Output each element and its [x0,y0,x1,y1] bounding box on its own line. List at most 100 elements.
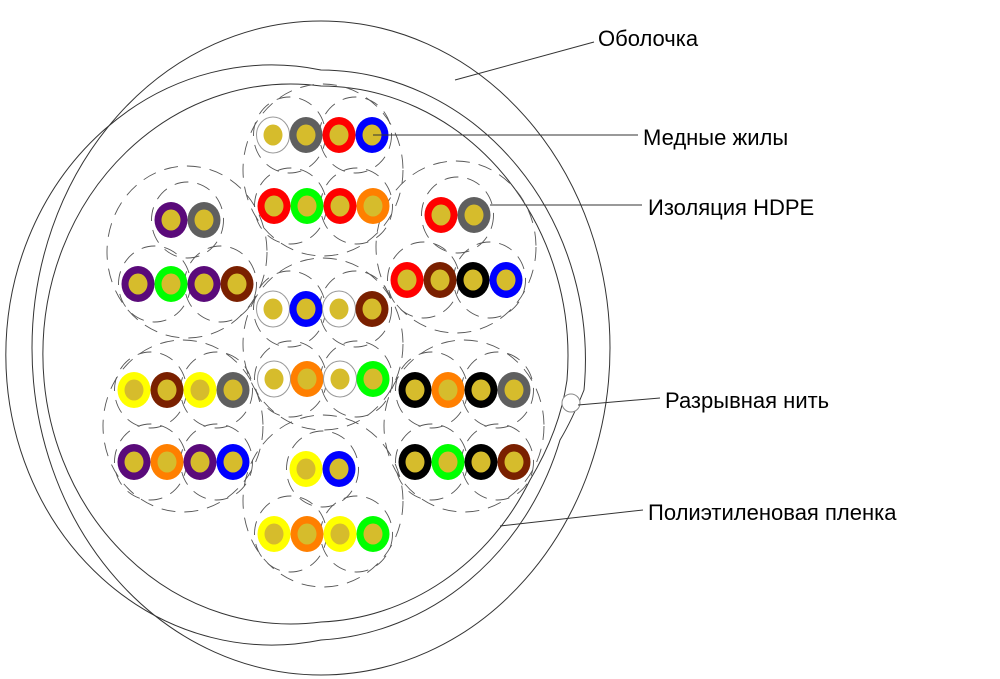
conductor-red [390,262,424,298]
conductor-blue [322,451,356,487]
leader-sheath [454,41,595,81]
conductor-yellow [183,372,217,408]
conductor-brown [355,291,389,327]
copper-core [264,195,284,217]
copper-core [397,269,417,291]
polyethylene-film [42,83,569,625]
copper-core [157,379,177,401]
copper-core [263,124,283,146]
copper-core [430,269,450,291]
copper-core [296,298,316,320]
copper-core [297,195,317,217]
copper-core [223,379,243,401]
label-ripcord: Разрывная нить [665,388,829,413]
conductor-red [424,197,458,233]
pair-outline [421,176,494,254]
label-sheath: Оболочка [598,26,699,51]
copper-core [496,269,516,291]
copper-core [124,379,144,401]
copper-core [157,451,177,473]
copper-core [464,204,484,226]
conductor-gray [187,202,221,238]
conductor-red [257,188,291,224]
conductor-green [154,266,188,302]
group-outline-center [242,257,404,431]
conductor-brown [497,444,531,480]
copper-core [330,368,350,390]
conductor-white [322,290,356,328]
conductor-yellow [257,516,291,552]
pair-outline [286,430,359,508]
copper-core [363,195,383,217]
conductor-red [322,117,356,153]
conductor-brown [150,372,184,408]
conductor-blue [489,262,523,298]
conductor-gray [216,372,250,408]
group-outline-upper-left [106,165,268,339]
leader-ripcord [577,397,661,406]
conductor-blue [289,291,323,327]
copper-core [264,368,284,390]
conductor-black [464,444,498,480]
group-outline-lower-right [383,339,545,513]
copper-core [330,195,350,217]
copper-core [194,209,214,231]
copper-core [471,451,491,473]
copper-core [297,523,317,545]
conductor-yellow [117,372,151,408]
copper-core [329,124,349,146]
conductor-black [464,372,498,408]
copper-core [471,379,491,401]
conductor-orange [290,361,324,397]
conductor-purple [154,202,188,238]
conductor-purple [121,266,155,302]
conductor-black [398,372,432,408]
conductor-green [356,516,390,552]
copper-core [463,269,483,291]
conductor-purple [187,266,221,302]
group-outline-upper-right [375,160,537,334]
copper-core [296,124,316,146]
copper-core [405,451,425,473]
copper-core [190,451,210,473]
conductor-gray [457,197,491,233]
conductor-red [323,188,357,224]
copper-core [190,379,210,401]
copper-core [227,273,247,295]
copper-core [431,204,451,226]
conductor-brown [220,266,254,302]
conductor-yellow [289,451,323,487]
conductor-white [256,290,290,328]
conductor-green [290,188,324,224]
copper-core [296,458,316,480]
conductor-brown [423,262,457,298]
label-film: Полиэтиленовая пленка [648,500,897,525]
copper-core [438,451,458,473]
outer-sheath [31,20,611,676]
conductor-orange [356,188,390,224]
leader-film [499,509,644,527]
copper-core [124,451,144,473]
copper-core [438,379,458,401]
conductor-yellow [323,516,357,552]
conductor-white [323,360,357,398]
conductor-orange [290,516,324,552]
copper-core [330,523,350,545]
copper-core [264,523,284,545]
copper-core [405,379,425,401]
conductor-purple [183,444,217,480]
conductor-orange [150,444,184,480]
inner-sheath [5,64,586,646]
conductor-green [431,444,465,480]
copper-core [194,273,214,295]
conductor-purple [117,444,151,480]
group-outline-lower-left [102,339,264,513]
copper-core [362,298,382,320]
ripcord [561,393,581,413]
copper-core [363,523,383,545]
conductor-green [356,361,390,397]
copper-core [329,298,349,320]
conductor-blue [355,117,389,153]
